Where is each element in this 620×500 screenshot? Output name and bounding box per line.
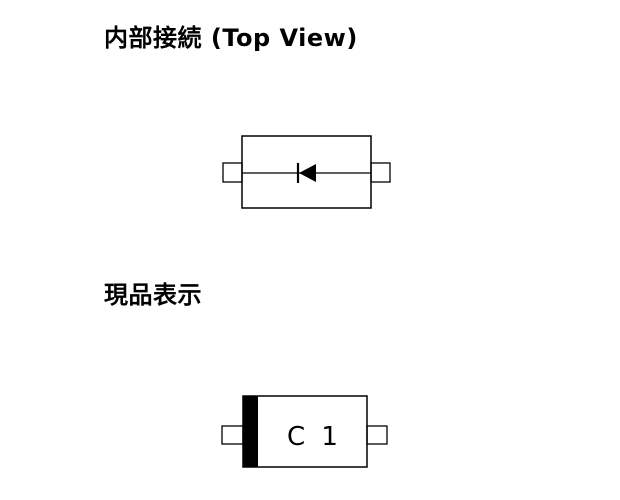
left-lead xyxy=(222,162,243,183)
marking-code: C 1 xyxy=(287,422,342,452)
cathode-band xyxy=(243,396,258,467)
diode-triangle-icon xyxy=(299,164,316,182)
internal-connection-heading: 内部接続 (Top View) xyxy=(104,24,358,52)
right-lead xyxy=(370,162,391,183)
marking-left-lead xyxy=(221,425,244,445)
marking-diagram: C 1 xyxy=(221,395,388,468)
top-view-diagram xyxy=(222,135,391,209)
marking-right-lead xyxy=(366,425,388,445)
product-marking-heading: 現品表示 xyxy=(104,281,202,309)
